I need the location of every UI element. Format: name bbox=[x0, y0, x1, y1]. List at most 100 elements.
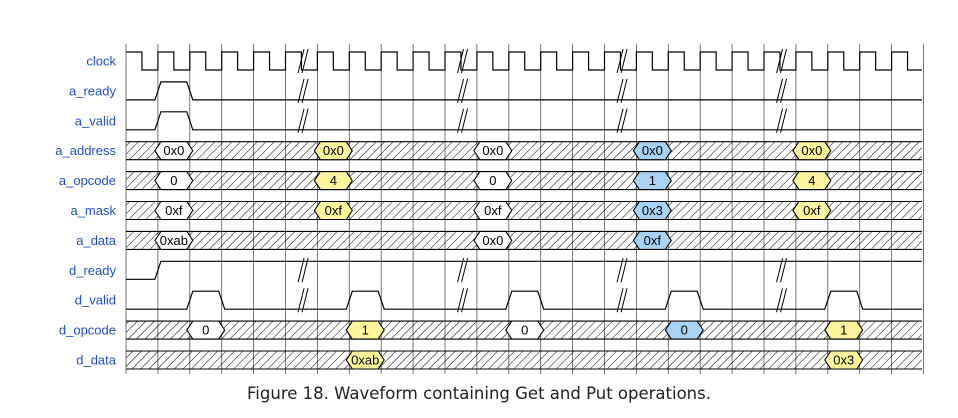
break-slash bbox=[461, 48, 469, 74]
bus-value-shape bbox=[313, 171, 353, 191]
break-slash bbox=[620, 48, 628, 74]
signal-label: a_valid bbox=[75, 113, 116, 128]
signal-label: a_ready bbox=[69, 83, 116, 98]
break-slash bbox=[616, 108, 624, 133]
bus-value-text: 1 bbox=[649, 173, 656, 188]
break-slash bbox=[616, 78, 624, 104]
figure-caption: Figure 18. Waveform containing Get and P… bbox=[247, 384, 711, 403]
bus-value-shape bbox=[632, 230, 672, 250]
break-slash bbox=[776, 108, 784, 133]
break-slash bbox=[297, 258, 305, 283]
bus-value-text: 0 bbox=[521, 323, 528, 338]
signal-label: a_mask bbox=[70, 203, 116, 218]
bus-value-text: 0x0 bbox=[482, 233, 503, 248]
bus-value-shape bbox=[632, 200, 672, 221]
bus-value-text: 0 bbox=[681, 323, 688, 338]
break-slash bbox=[457, 258, 465, 283]
break-slash bbox=[301, 108, 309, 133]
bus-value-text: 4 bbox=[330, 173, 337, 188]
bus-value-text: 4 bbox=[808, 173, 815, 188]
break-slash bbox=[776, 288, 784, 313]
bus-value-text: 0x3 bbox=[833, 353, 854, 368]
break-slash bbox=[461, 258, 469, 283]
break-slash bbox=[780, 78, 788, 104]
bus-value-text: 0x0 bbox=[163, 143, 184, 158]
bus-value-text: 0x0 bbox=[801, 143, 822, 158]
signal-label: d_ready bbox=[69, 263, 116, 278]
signal-label: a_address bbox=[55, 143, 116, 158]
signal-labels: clocka_readya_valida_addressa_opcodea_ma… bbox=[55, 54, 116, 368]
bus-value-text: 0x0 bbox=[642, 143, 663, 158]
break-slash bbox=[297, 78, 305, 104]
break-slash bbox=[457, 108, 465, 133]
break-slash bbox=[620, 288, 628, 313]
waveform-diagram: clocka_readya_valida_addressa_opcodea_ma… bbox=[55, 44, 924, 374]
bus-value-text: 0xab bbox=[160, 233, 188, 248]
bus-value-text: 0xf bbox=[325, 203, 343, 218]
bus-value-text: 1 bbox=[362, 323, 369, 338]
break-slash bbox=[616, 48, 624, 74]
break-slash bbox=[461, 108, 469, 133]
signal-label: a_opcode bbox=[59, 173, 116, 188]
bus-value-text: 0 bbox=[202, 323, 209, 338]
bus-value-shape bbox=[664, 320, 704, 340]
a_valid-trace bbox=[126, 111, 922, 131]
bus-value-text: 0x0 bbox=[482, 143, 503, 158]
break-slash bbox=[301, 288, 309, 313]
bus-value-shape bbox=[632, 141, 672, 161]
break-slash bbox=[776, 48, 784, 74]
bus-value-shape bbox=[345, 320, 385, 340]
break-slash bbox=[620, 108, 628, 133]
d_ready-trace bbox=[126, 260, 922, 280]
break-slash bbox=[457, 48, 465, 74]
break-slash bbox=[301, 78, 309, 104]
break-slash bbox=[616, 258, 624, 283]
bus-value-text: 0 bbox=[489, 173, 496, 188]
break-slash bbox=[301, 258, 309, 283]
bus-value-shape bbox=[632, 171, 672, 191]
bus-undefined bbox=[126, 351, 922, 369]
bus-value-shape bbox=[473, 200, 513, 221]
bus-value-text: 0x3 bbox=[642, 203, 663, 218]
signal-label: a_data bbox=[76, 233, 117, 248]
bus-value-text: 0 bbox=[170, 173, 177, 188]
break-slash bbox=[780, 258, 788, 283]
bus-value-shape bbox=[313, 141, 353, 161]
break-slash bbox=[776, 258, 784, 283]
signal-label: d_opcode bbox=[59, 323, 116, 338]
bus-value-shape bbox=[824, 320, 864, 340]
bus-value-text: 0xf bbox=[803, 203, 821, 218]
signal-label: d_valid bbox=[75, 293, 116, 308]
bus-value-shape bbox=[154, 141, 194, 161]
bus-value-shape bbox=[345, 350, 385, 370]
bus-value-shape bbox=[792, 171, 832, 191]
a_ready-trace bbox=[126, 81, 922, 101]
break-slash bbox=[297, 48, 305, 74]
bus-value-shape bbox=[792, 200, 832, 221]
bus-value-shape bbox=[473, 141, 513, 161]
break-slash bbox=[461, 288, 469, 313]
bus-value-text: 0xab bbox=[351, 353, 379, 368]
bus-value-shape bbox=[792, 141, 832, 161]
break-slash bbox=[780, 288, 788, 313]
break-slash bbox=[297, 108, 305, 133]
bus-value-shape bbox=[154, 200, 194, 221]
break-slash bbox=[297, 288, 305, 313]
bus-value-text: 0xf bbox=[644, 233, 662, 248]
clock-trace bbox=[126, 51, 922, 71]
bus-value-text: 1 bbox=[840, 323, 847, 338]
signal-label: d_data bbox=[76, 353, 117, 368]
break-slash bbox=[620, 78, 628, 104]
bus-value-shape bbox=[505, 320, 545, 340]
break-slash bbox=[776, 78, 784, 104]
bus-value-shape bbox=[154, 230, 194, 250]
d_valid-trace bbox=[126, 290, 922, 310]
break-slash bbox=[616, 288, 624, 313]
bus-value-shape bbox=[473, 171, 513, 191]
bus-undefined bbox=[126, 231, 922, 250]
bus-value-shape bbox=[824, 350, 864, 370]
bus-value-text: 0x0 bbox=[323, 143, 344, 158]
break-slash bbox=[301, 48, 309, 74]
bus-value-shape bbox=[186, 320, 226, 340]
